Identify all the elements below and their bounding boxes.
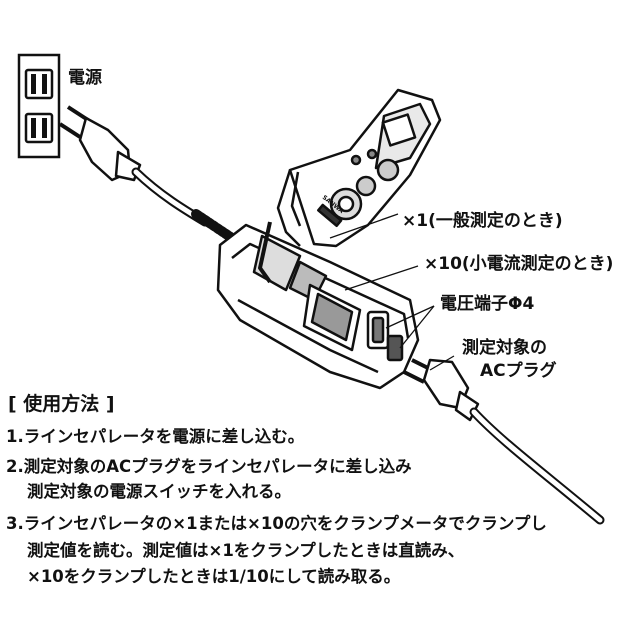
step-2-line-1: 2.測定対象のACプラグをラインセパレータに差し込み: [6, 457, 412, 477]
step-number: 1.: [6, 427, 24, 446]
step-3-line-1: 3.ラインセパレータの×1または×10の穴をクランプメータでクランプし: [6, 514, 547, 534]
step-text: ラインセパレータの×1または×10の穴をクランプメータでクランプし: [23, 514, 547, 533]
voltage-terminal-label: 電圧端子Φ4: [440, 294, 535, 314]
step-text: 測定対象のACプラグをラインセパレータに差し込み: [23, 457, 412, 476]
power-label: 電源: [68, 68, 102, 88]
target-label-line1: 測定対象の: [462, 338, 547, 358]
wall-outlet: [17, 53, 61, 159]
power-plug: [58, 105, 142, 182]
usage-heading: [ 使用方法 ]: [8, 393, 115, 415]
power-cord: [131, 167, 237, 243]
target-cord: [469, 407, 605, 525]
target-label-line2: ACプラグ: [480, 361, 557, 381]
step-1-line-1: 1.ラインセパレータを電源に差し込む。: [6, 427, 304, 447]
step-number: 3.: [6, 514, 24, 533]
step-2-line-2: 測定対象の電源スイッチを入れる。: [27, 482, 291, 501]
x10-label: ×10(小電流測定のとき): [424, 254, 614, 274]
target-ac-plug: [403, 358, 480, 422]
step-3-line-3: ×10をクランプしたときは1/10にして読み取る。: [27, 567, 401, 586]
leader-lines: [329, 213, 455, 371]
step-number: 2.: [6, 457, 24, 476]
step-3-line-2: 測定値を読む。測定値は×1をクランプしたときは直読み、: [27, 541, 465, 560]
step-text: ラインセパレータを電源に差し込む。: [23, 427, 305, 446]
clamp-meter: [258, 88, 442, 284]
x1-label: ×1(一般測定のとき): [402, 211, 563, 231]
line-separator: [216, 223, 420, 390]
